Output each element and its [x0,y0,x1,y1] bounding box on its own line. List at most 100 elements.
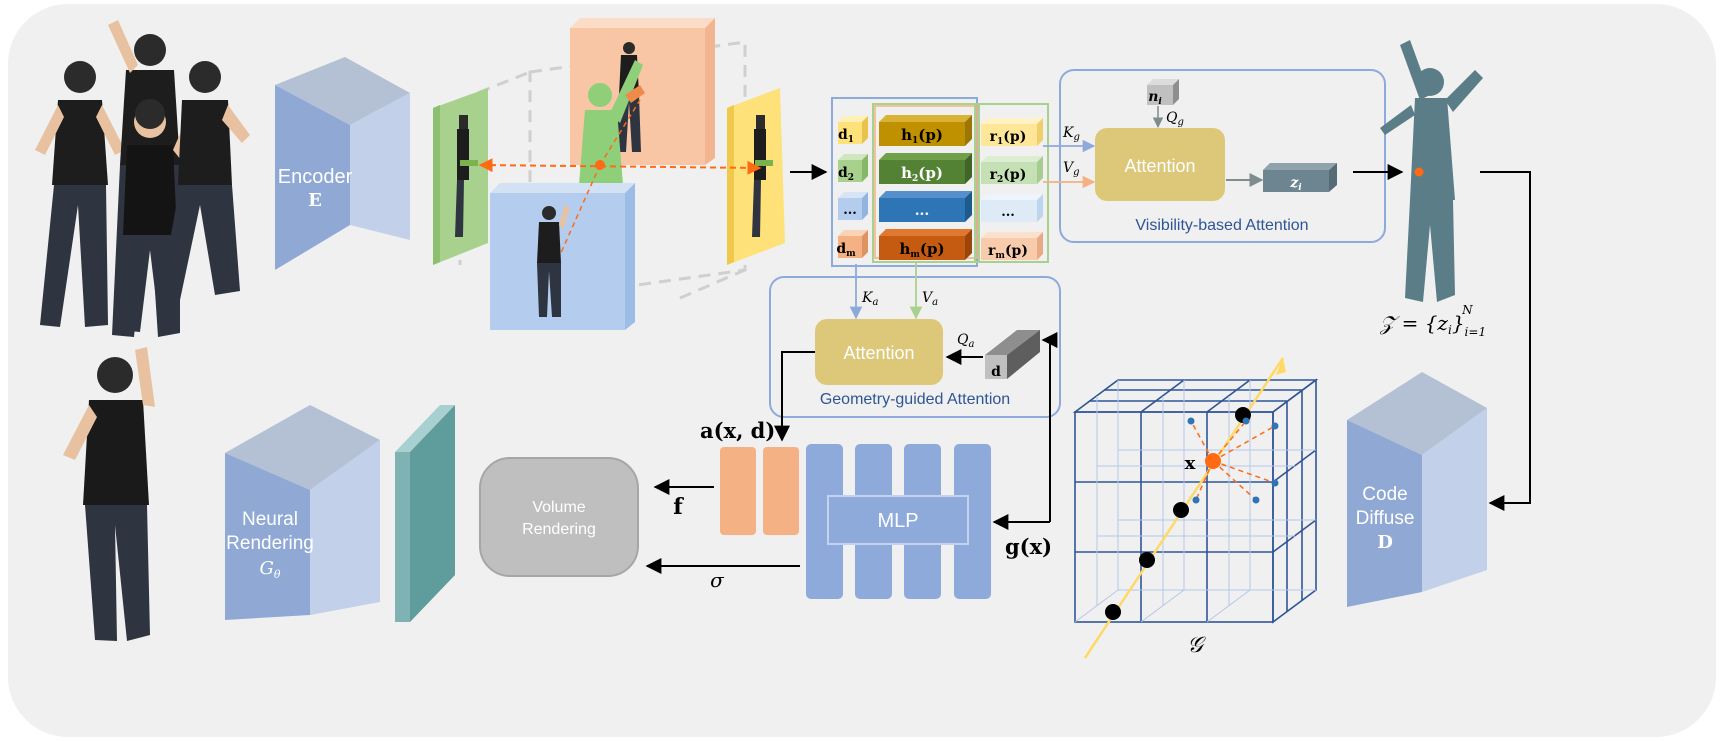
svg-text:r2(p): r2(p) [990,167,1027,185]
person-figure-4 [160,61,250,300]
svg-text:h1(p): h1(p) [901,126,943,146]
query-point [595,160,605,170]
qg-label: Qg [1166,110,1184,128]
d-token-ellipsis: ... [838,192,868,220]
ray-sample-3 [1173,502,1189,518]
encoder-block: Encoder E [275,57,410,270]
h-token-1: h1(p) [879,115,972,146]
g-x-label: g(x) [1005,534,1052,559]
d-token-1: d1 [838,116,868,145]
r-token-1: r1(p) [981,118,1043,147]
svg-text:r1(p): r1(p) [990,129,1027,147]
r-token-ellipsis: ... [981,194,1043,222]
query-point-x [1205,453,1221,469]
code-diffuse-block: Code Diffuse D [1347,372,1487,607]
feature-tokens: d1 d2 ... dm h1(p) [831,97,1049,267]
visibility-caption: Visibility-based Attention [1135,217,1308,234]
ka-label: Ka [861,290,878,308]
projection-ray-front [559,164,601,256]
projection-cube [433,18,785,330]
sigma-label: σ [710,568,725,592]
input-views-person-photo-icon [35,20,250,337]
projection-ray-back [599,99,641,166]
feature-bar-a [720,447,756,535]
svg-text:ni: ni [1148,89,1162,107]
volume-label-2: Rendering [522,521,596,538]
arrow-to-view-cube [1041,332,1058,522]
code-label-1: Code [1362,484,1407,505]
svg-text:...: ... [1001,205,1015,220]
attention-label-top: Attention [1124,156,1195,176]
volume-label-1: Volume [532,499,585,516]
voxel-grid-inner [1074,380,1316,623]
ray-arrowhead [1276,358,1286,375]
qa-label: Qa [957,332,974,350]
visibility-attention-panel: ni Qg Attention Kg Vg zi Visibility-base… [1043,69,1386,243]
svg-text:d2: d2 [838,165,854,183]
encoder-label: Encoder [278,166,353,188]
h-token-m: hm(p) [879,229,972,260]
arrow-to-diffuse [1480,171,1531,511]
voxel-grid: x 𝒢 [1072,357,1319,659]
svg-text:...: ... [915,203,930,219]
neighbor-lines [1190,420,1276,501]
blue-view-plane [490,183,635,330]
neural-label-3: Gθ [259,558,280,581]
va-label: Va [922,290,938,308]
mlp-block: MLP [806,444,991,599]
ray-sample-2 [1139,552,1155,568]
person-figure-3 [120,99,205,332]
svg-text:d1: d1 [838,127,854,145]
attention-label-bottom: Attention [843,343,914,363]
mlp-label: MLP [877,510,918,532]
neural-label-2: Rendering [226,533,314,554]
d-token-2: d2 [838,154,868,183]
latent-set-label: 𝒵 = {zi}i=1N [1379,303,1486,339]
feature-bar-b [763,447,799,535]
a-x-d-label: a(x, d) [700,418,775,443]
svg-text:...: ... [843,203,857,218]
grid-label: 𝒢 [1187,633,1206,658]
d-token-m: dm [836,230,868,259]
h-group-box [872,103,980,263]
neural-label-1: Neural [242,509,298,530]
r-token-2: r2(p) [981,156,1043,185]
view-direction-cube-icon: d [985,330,1040,380]
h-token-ellipsis: ... [879,191,972,222]
encoder-symbol: E [308,190,322,211]
geometry-attention-panel: Ka Va Attention d Qa Geometry-guided Att… [769,262,1061,418]
feature-map-plane [395,405,455,622]
person-figure-1 [35,61,125,327]
r-token-m: rm(p) [981,232,1043,261]
svg-text:h2(p): h2(p) [901,164,943,184]
z-i-token: zi [1263,163,1337,193]
latent-human-mesh-icon [1380,40,1483,302]
geometry-caption: Geometry-guided Attention [820,391,1010,408]
svg-text:dm: dm [836,241,856,259]
svg-text:rm(p): rm(p) [988,243,1028,261]
arrow-to-a [774,351,815,442]
neural-rendering-block: Neural Rendering Gθ [225,405,380,620]
n-i-cube-icon: ni [1147,79,1179,107]
svg-text:hm(p): hm(p) [899,240,944,260]
svg-text:zi: zi [1289,175,1302,193]
volume-rendering-block: Volume Rendering [479,457,639,577]
attention-box-top [1095,128,1225,201]
code-label-2: Diffuse [1356,508,1415,529]
yellow-view-plane [727,88,785,265]
green-view-plane [433,88,488,265]
attention-box-bottom [815,319,943,385]
ray-sample-1 [1105,604,1121,620]
x-label: x [1185,453,1196,474]
vg-label: Vg [1063,160,1080,178]
r-group-box [974,103,1049,263]
voxel-vertices [1187,417,1279,504]
rendered-person-photo-icon [63,347,155,641]
h-token-2: h2(p) [879,153,972,184]
kg-label: Kg [1062,125,1080,143]
code-label-3: D [1377,532,1393,553]
svg-text:d: d [991,364,1001,380]
f-label: f [673,494,684,520]
projection-ray-horizontal [478,158,762,175]
